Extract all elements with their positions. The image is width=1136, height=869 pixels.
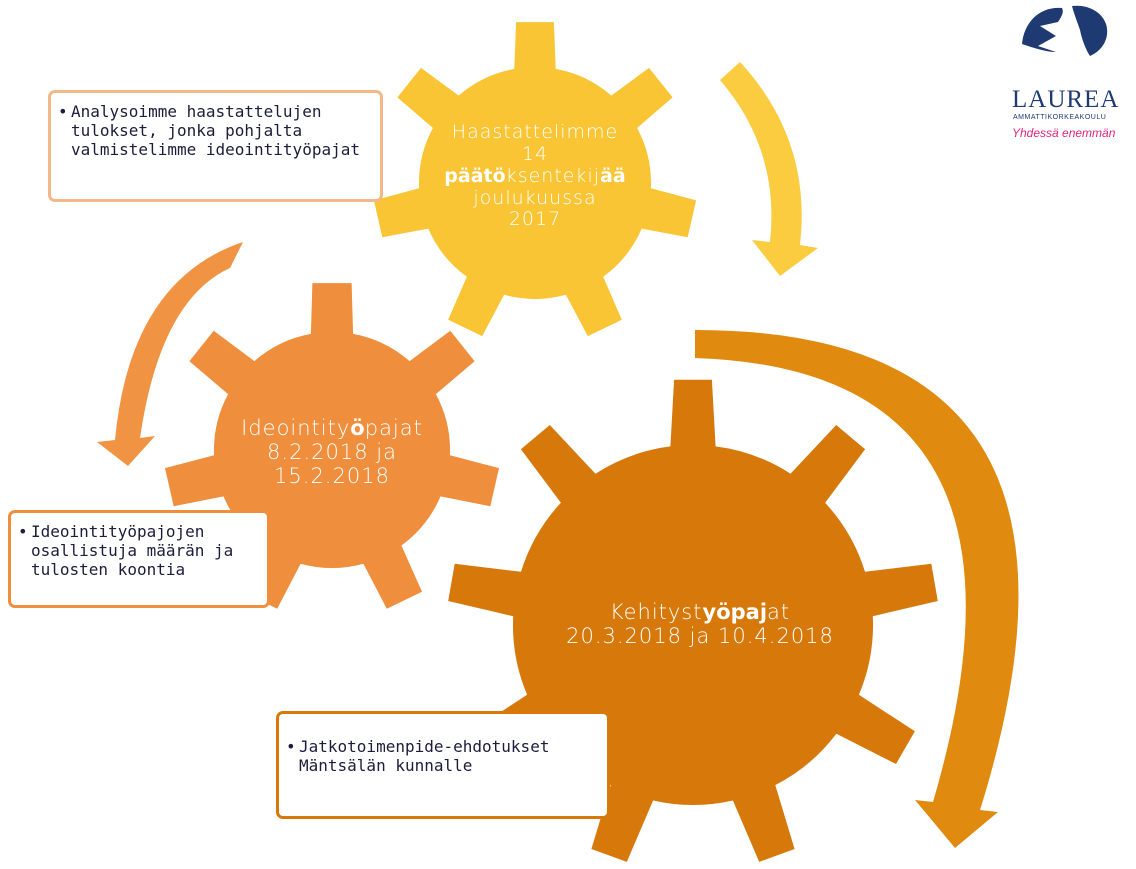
followup-note-box: • Jatkotoimenpide-ehdotukset Mäntsälän k… [276,711,610,819]
note-line: Analysoimme haastattelujen [71,102,322,121]
note-line: tulokset, jonka pohjalta [71,120,303,140]
gear-label-line: 20.3.2018 ja 10.4.2018 [566,624,834,649]
dark-gear-label: Kehitystyöpajat 20.3.2018 ja 10.4.2018 [530,600,870,648]
bullet: • [286,737,296,756]
note-line: Mäntsälän kunnalle [299,755,473,775]
note-line: Jatkotoimenpide-ehdotukset [299,737,550,756]
gear-label-line: Haastattelimme [451,121,619,143]
gear-label-line: päätöksentekijää [400,164,670,188]
laurea-logo-icon [1022,5,1108,56]
gear-label-regular: at [767,600,791,624]
note-line: osallistuja määrän ja [31,540,234,560]
logo-slogan: Yhdessä enemmän [1012,126,1116,140]
ideation-note-box: • Ideointityöpajojen osallistuja määrän … [8,510,270,608]
yellow-curved-arrow [720,62,818,276]
logo-name: LAUREA [1012,86,1120,113]
gear-label-line: 8.2.2018 ja [267,440,397,465]
orange-gear-label: Ideointityöpajat 8.2.2018 ja 15.2.2018 [212,416,452,488]
gear-label-line: 14 [521,142,549,165]
logo-right-shape [1072,5,1108,56]
analysis-note-box: • Analysoimme haastattelujen tulokset, j… [48,90,383,202]
gear-label-line: Ideointityöpajat [212,416,452,440]
logo-subtitle: AMMATTIKORKEAKOULU [1013,114,1107,121]
gear-label-bold: ää [600,164,626,187]
dark-curved-arrow [695,330,1019,848]
orange-curved-arrow [97,242,243,466]
gear-label-bold: yöpaj [702,600,768,624]
note-line: Ideointityöpajojen [31,522,205,541]
gear-label-regular: pajat [364,416,423,440]
gear-label-line: joulukuussa [473,186,597,209]
bullet: • [18,522,28,541]
bullet: • [58,102,68,121]
logo-left-shape [1022,7,1063,53]
gear-label-regular: Ideointity [241,416,351,440]
note-line: tulosten koontia [31,559,186,579]
yellow-gear [373,22,697,337]
gear-label-regular: Kehityst [609,600,703,624]
note-line: valmistelimme ideointityöpajat [71,139,360,159]
gear-label-line: 2017 [508,208,562,231]
gear-label-line: 15.2.2018 [274,464,390,489]
gear-label-line: Kehitystyöpajat [530,600,870,624]
gear-label-bold: ö [350,416,365,440]
gear-label-regular: ksentekij [505,164,601,187]
yellow-gear-label: Haastattelimme 14 päätöksentekijää joulu… [400,121,670,231]
gear-label-bold: päätö [444,164,506,187]
